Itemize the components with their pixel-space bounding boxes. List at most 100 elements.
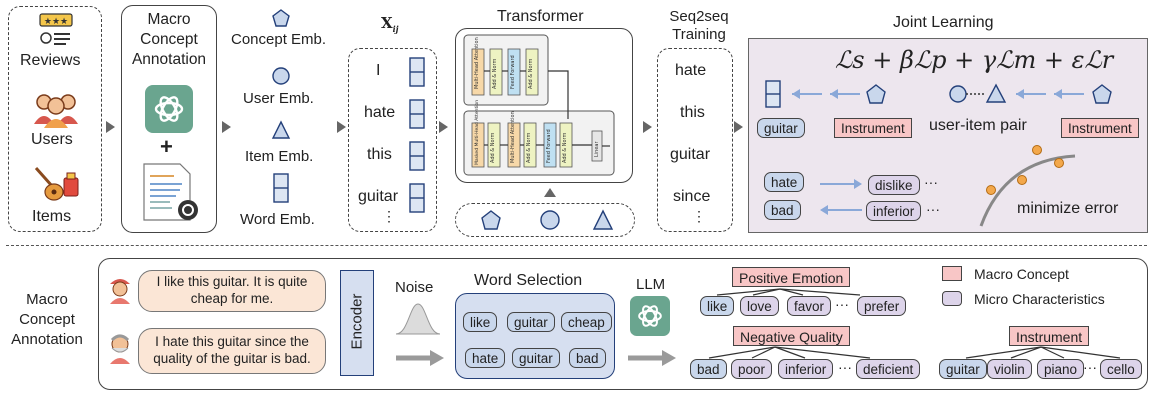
macro-concept-box [121, 5, 217, 233]
pos-word-2: love [740, 296, 779, 316]
embedding-shapes [481, 209, 614, 230]
ins-word-2: violin [987, 359, 1032, 379]
arrow-4 [439, 121, 448, 133]
items-icon [34, 167, 79, 201]
llm-chatgpt-icon [630, 296, 670, 336]
input-panel [8, 6, 102, 232]
seq-word-3: this [367, 146, 392, 163]
legend-micro-swatch [942, 291, 962, 306]
user-emb-label: User Emb. [243, 90, 314, 107]
seq-word-2: hate [364, 104, 396, 121]
bottom-section-label: Macro Concept Annotation [11, 291, 83, 348]
noise-label: Noise [395, 279, 434, 296]
pos-word-1: like [700, 296, 735, 316]
svg-text:Multi-Head Attention: Multi-Head Attention [510, 111, 516, 163]
encoder-label: Encoder [348, 293, 366, 350]
joint-arrows [820, 179, 862, 215]
bottom-panel [98, 258, 1148, 390]
out-word-1: hate [675, 62, 707, 79]
joint-row1-icons [765, 80, 1112, 108]
section-divider [6, 245, 1147, 246]
joint-title: Joint Learning [893, 14, 994, 31]
users-icon [34, 94, 78, 128]
review-text-2: I hate this guitar since the quality of … [153, 334, 311, 366]
item-emb-label: Item Emb. [245, 148, 314, 165]
sel-word-5: guitar [512, 348, 560, 368]
neg-ellipsis: ··· [838, 359, 852, 375]
arrow-1 [106, 121, 115, 133]
minimize-error-plot [979, 145, 1076, 227]
arrow-6 [734, 121, 743, 133]
legend-micro-label: Micro Characteristics [974, 291, 1105, 307]
llm-label: LLM [636, 276, 666, 293]
users-label: Users [31, 131, 73, 148]
legend-macro-swatch [942, 266, 962, 281]
sel-word-2: guitar [507, 312, 555, 332]
concept-tree-lines [708, 288, 1121, 359]
joint-guitar-pill: guitar [757, 118, 805, 138]
review-text-1: I like this guitar. It is quite cheap fo… [156, 274, 308, 306]
svg-text:Add & Norm: Add & Norm [490, 132, 496, 163]
neg-word-3: inferior [778, 359, 834, 379]
out-word-5: ⋮ [692, 208, 706, 224]
arrow-5 [643, 121, 652, 133]
joint-instrument-left: Instrument [834, 118, 912, 138]
word-vector-icon [273, 173, 289, 203]
concept-negative-quality: Negative Quality [733, 326, 850, 346]
seq-word-1: I [376, 62, 381, 79]
noise-curve [395, 303, 441, 335]
ins-word-1: guitar [939, 359, 987, 379]
joint-formula: ℒs + βℒp + γℒm + εℒr [835, 46, 1114, 74]
arrow-2 [222, 121, 231, 133]
review-bubble-1 [138, 270, 326, 312]
out-word-3: guitar [670, 146, 711, 163]
ins-ellipsis: ··· [1083, 359, 1097, 375]
pos-word-4: prefer [857, 296, 907, 316]
pentagon-icon [272, 9, 290, 27]
svg-text:★★★: ★★★ [44, 17, 68, 27]
embedding-input-box [455, 203, 635, 237]
neg-word-2: poor [731, 359, 773, 379]
concept-positive-emotion: Positive Emotion [732, 267, 851, 287]
old-reviewer-icon [110, 334, 130, 364]
svg-text:Add & Norm: Add & Norm [492, 58, 498, 89]
reviews-icon: ★★★ [39, 13, 73, 45]
transformer-diagram: Multi-Head Attention Add & Norm Feed For… [463, 34, 615, 176]
chatgpt-icon [145, 85, 193, 133]
neg-word-1: bad [690, 359, 727, 379]
transformer-box [455, 28, 633, 183]
joint-ellipsis-2: ··· [926, 201, 940, 217]
encoder-block [340, 270, 374, 376]
svg-text:Feed Forward: Feed Forward [546, 129, 552, 163]
joint-dislike-pill: dislike [868, 175, 920, 195]
joint-bad-pill: bad [764, 200, 801, 220]
circle-icon [272, 67, 290, 85]
up-arrow [544, 188, 556, 197]
out-word-2: this [680, 104, 705, 121]
seq-word-4: guitar [358, 188, 399, 205]
llm-arrow [628, 350, 676, 366]
minimize-error-label: minimize error [1017, 200, 1119, 217]
out-word-4: since [673, 188, 711, 205]
seq2seq-title: Seq2seq Training [669, 8, 729, 43]
transformer-title: Transformer [497, 8, 584, 25]
triangle-icon [271, 120, 291, 139]
svg-text:Linear: Linear [594, 141, 600, 157]
arrow-3 [337, 121, 346, 133]
seq2seq-box [657, 48, 733, 232]
seq-word-5: ⋮ [382, 208, 396, 224]
pos-word-3: favor [787, 296, 832, 316]
seq-vectors [409, 57, 425, 213]
noise-arrow [396, 350, 444, 366]
concept-emb-label: Concept Emb. [231, 31, 327, 48]
reviews-label: Reviews [20, 52, 81, 69]
word-selection-title: Word Selection [474, 272, 583, 289]
svg-text:Add & Norm: Add & Norm [528, 58, 534, 89]
user-item-pair-label: user-item pair [929, 117, 1027, 134]
sequence-label: Xij [381, 14, 399, 34]
svg-text:Masked Multi-Head Attention: Masked Multi-Head Attention [474, 100, 480, 165]
young-reviewer-icon [110, 279, 130, 304]
sel-word-1: like [463, 312, 498, 332]
joint-ellipsis-1: ··· [924, 174, 938, 190]
legend-macro-label: Macro Concept [974, 266, 1069, 282]
